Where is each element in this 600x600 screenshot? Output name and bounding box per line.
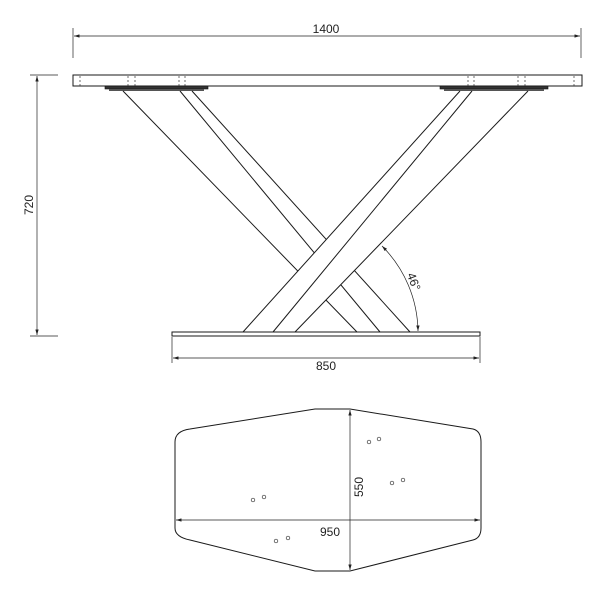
dimension-base-depth: 550 <box>348 410 366 570</box>
dimension-base-length: 850 <box>171 337 481 373</box>
table-top <box>72 74 583 87</box>
mounting-plate-right <box>439 85 549 91</box>
dimension-overall-length: 1400 <box>72 22 582 58</box>
base-top-view <box>174 408 482 572</box>
dimension-label-950: 950 <box>320 525 340 539</box>
angle-label: 46° <box>404 271 423 293</box>
dimension-label-720: 720 <box>22 195 36 215</box>
leg-front <box>242 90 529 333</box>
dimension-overall-height: 720 <box>22 74 58 337</box>
base-plate <box>171 331 481 337</box>
mounting-holes <box>250 436 406 544</box>
dimension-label-1400: 1400 <box>313 22 340 36</box>
dimension-label-550: 550 <box>352 477 366 497</box>
mounting-plate-left <box>104 85 209 91</box>
dimension-label-850: 850 <box>316 359 336 373</box>
dimension-base-width: 950 <box>176 518 480 539</box>
angle-annotation: 46° <box>381 245 424 332</box>
